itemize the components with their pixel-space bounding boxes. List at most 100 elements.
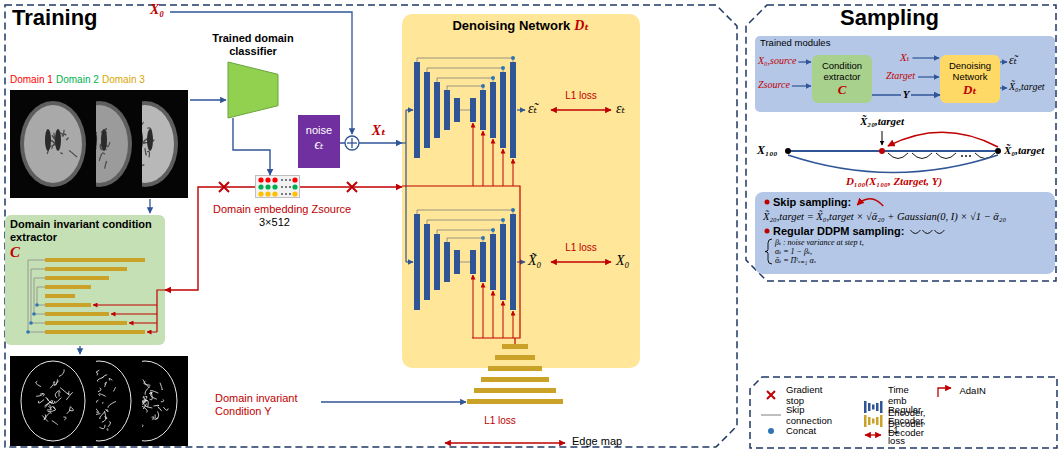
edge-stroke	[163, 407, 168, 410]
data-arrow	[190, 99, 226, 100]
adain-symbol	[938, 388, 951, 397]
trajectory-point	[785, 148, 791, 154]
skip-connection	[31, 269, 45, 323]
embedding-dot	[292, 191, 297, 196]
input-arrow	[792, 85, 811, 86]
concat-dot	[491, 76, 495, 80]
concat-dot	[35, 303, 39, 307]
edge-stroke	[98, 388, 101, 392]
skip-connection	[437, 230, 493, 234]
time-emb-bar-symbol	[880, 401, 883, 413]
text-group: Condition extractorC	[812, 60, 872, 97]
regular-bar	[45, 294, 75, 298]
edge-stroke	[160, 383, 162, 390]
node-text: αₜ = 1 − βₜ,	[763, 247, 812, 256]
skip-connection	[37, 287, 45, 305]
ddpm-step-loop	[888, 153, 908, 159]
brain-fold	[57, 141, 59, 144]
edge-outline	[113, 361, 177, 441]
ellipsis-dot	[289, 193, 291, 195]
legend-entry: Concat	[760, 424, 816, 438]
time-emb-decoder-bar	[510, 62, 516, 158]
node-text: C	[838, 82, 847, 97]
regular-encoder-bar	[495, 355, 535, 360]
brain-fold	[94, 132, 97, 137]
label-holder: X₀	[150, 2, 164, 19]
regular-bar	[45, 330, 145, 334]
edge-stroke	[44, 414, 46, 420]
edge-stroke	[84, 388, 87, 394]
edge-stroke	[36, 393, 43, 396]
node-text: Training	[12, 5, 98, 31]
brain-fold	[105, 162, 107, 169]
label-holder: ε̃ₜ	[1009, 53, 1017, 67]
regular-bar	[45, 276, 109, 280]
brain-fold	[101, 128, 107, 132]
brain-fold	[134, 159, 135, 166]
brain-tissue	[70, 105, 128, 183]
edge-stroke	[105, 411, 107, 419]
ddpm-step-icon	[910, 230, 920, 234]
embedding-dot	[292, 177, 297, 182]
ellipsis-dot	[281, 193, 283, 195]
skull	[20, 101, 86, 187]
legend-text: L1 loss	[888, 424, 905, 447]
edge-stroke	[40, 394, 44, 397]
edge-map-background	[102, 356, 188, 446]
text-group: noiseϵₜ	[298, 124, 340, 154]
edge-stroke	[138, 400, 143, 406]
skip-connection	[427, 220, 503, 224]
edge-map-image	[56, 356, 142, 446]
skip-connection	[427, 68, 503, 72]
adain-arrow	[473, 275, 474, 338]
gradient-stop	[219, 182, 229, 192]
outline-path	[228, 62, 278, 118]
node-text: Trained domain classifier	[196, 32, 310, 58]
brain-fold	[57, 132, 66, 135]
brain-fold	[135, 134, 141, 135]
regular-bar	[45, 258, 145, 262]
time-emb-bar-symbol	[872, 404, 875, 409]
regular-bar	[45, 321, 127, 325]
embedding-dot	[258, 191, 263, 196]
ellipsis-dot	[289, 179, 291, 181]
edge-stroke	[91, 400, 98, 409]
skull	[112, 101, 178, 187]
edge-stroke	[145, 400, 148, 407]
edge-stroke	[96, 408, 99, 412]
one-step-arc	[788, 155, 998, 173]
edge-stroke	[69, 391, 70, 395]
label-holder: Domain 1	[10, 74, 53, 86]
time-emb-decoder-bar	[500, 224, 506, 300]
edge-stroke	[56, 379, 58, 385]
label-text: X₀,source	[758, 55, 796, 67]
label-text: Domain 2	[56, 74, 99, 86]
legend-entry: L1 loss	[862, 424, 905, 447]
time-emb-encoder-bar	[424, 224, 430, 300]
text-group: Domain invariant condition extractorC	[10, 218, 160, 260]
label-text: Ztarget	[886, 70, 915, 82]
ventricle	[137, 129, 143, 151]
condition-extractor: Domain invariant condition extractorC	[5, 215, 165, 345]
label-holder: Xₜ	[900, 51, 909, 64]
skip-connection	[34, 278, 45, 314]
connector	[340, 142, 402, 143]
bullet	[765, 200, 770, 205]
brain-fold	[139, 126, 140, 129]
legend-text: AdaIN	[960, 385, 986, 396]
edge-stroke	[67, 406, 71, 414]
label-text: X₀	[150, 2, 164, 19]
input-arrow	[406, 261, 413, 262]
edge-stroke	[151, 392, 157, 399]
label-text: Domain invariant Condition Y	[215, 392, 315, 418]
edge-stroke	[152, 417, 155, 420]
edge-map-background	[56, 356, 142, 446]
brain-fold	[49, 139, 54, 146]
label-text: Domain 3	[102, 74, 145, 86]
label-holder: L1 loss	[565, 90, 597, 102]
data-arrow	[170, 12, 352, 134]
embedding-dot	[265, 177, 270, 182]
node-text: Denoising Network	[940, 60, 1000, 82]
edge-stroke	[59, 391, 61, 396]
edge-outline	[21, 361, 85, 441]
